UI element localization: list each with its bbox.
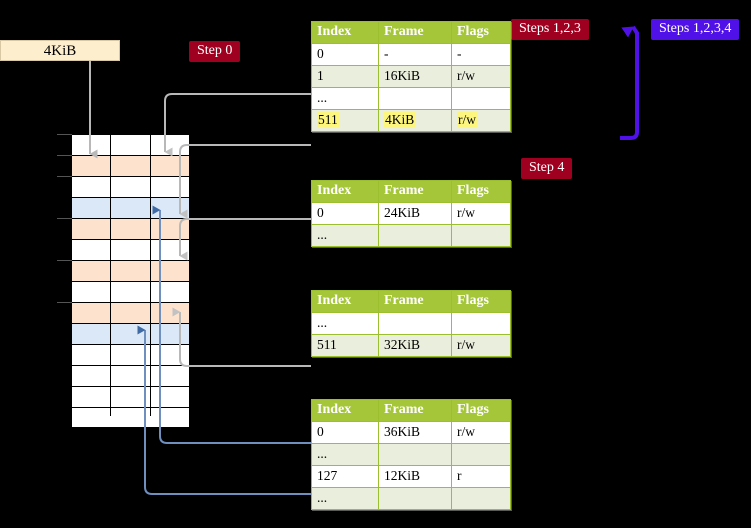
column-header-frame: Frame xyxy=(378,399,452,422)
cell-frame: 24KiB xyxy=(378,202,452,225)
cell-index: 511 xyxy=(311,109,379,132)
wire-table1-row1 xyxy=(164,93,311,157)
cell-flags xyxy=(451,87,511,110)
cell-flags: r/w xyxy=(451,421,511,444)
step4-badge: Step 4 xyxy=(521,158,573,179)
step4-label: Step 4 xyxy=(529,160,565,175)
cell-frame xyxy=(378,87,452,110)
memory-tick xyxy=(57,176,72,177)
steps123-badge: Steps 1,2,3 xyxy=(511,19,589,40)
table-row: ... xyxy=(311,87,511,110)
cell-flags: r/w xyxy=(451,109,511,132)
steps123-label: Steps 1,2,3 xyxy=(519,21,581,36)
cell-frame: 36KiB xyxy=(378,421,452,444)
cell-frame: 12KiB xyxy=(378,465,452,488)
column-header-index: Index xyxy=(311,399,379,422)
highlighted-value: r/w xyxy=(457,112,477,127)
memory-tick xyxy=(57,260,72,261)
cell-flags xyxy=(451,224,511,247)
table-row: 0-- xyxy=(311,43,511,66)
wire-table1-row511 xyxy=(179,144,311,219)
column-header-index: Index xyxy=(311,290,379,313)
cell-index: ... xyxy=(311,443,379,466)
cell-index: ... xyxy=(311,87,379,110)
wire-table3-row511 xyxy=(172,307,311,367)
step0-label: Step 0 xyxy=(197,43,233,58)
table-row: ... xyxy=(311,312,511,335)
steps1234-badge: Steps 1,2,3,4 xyxy=(651,19,740,40)
wire-steps-bracket xyxy=(620,25,639,140)
cell-index: 0 xyxy=(311,43,379,66)
cell-flags: r/w xyxy=(451,334,511,357)
cell-index: 511 xyxy=(311,334,379,357)
column-header-flags: Flags xyxy=(451,21,511,44)
column-header-index: Index xyxy=(311,180,379,203)
cell-flags: r/w xyxy=(451,202,511,225)
cell-index: ... xyxy=(311,224,379,247)
wire-table4-row127 xyxy=(137,325,311,495)
kib-frame-label: 4KiB xyxy=(43,43,77,59)
cell-frame xyxy=(378,224,452,247)
kib-frame-box: 4KiB xyxy=(0,40,120,61)
memory-tick xyxy=(57,218,72,219)
wire-table4-row0 xyxy=(152,205,311,444)
highlighted-value: 511 xyxy=(317,112,339,127)
memory-tick xyxy=(57,302,72,303)
cell-frame: 4KiB xyxy=(378,109,452,132)
cell-flags: r/w xyxy=(451,65,511,88)
cell-index: ... xyxy=(311,487,379,510)
cell-frame xyxy=(378,487,452,510)
cell-flags xyxy=(451,487,511,510)
column-header-flags: Flags xyxy=(451,180,511,203)
cell-frame xyxy=(378,443,452,466)
memory-divider xyxy=(110,134,111,416)
memory-divider xyxy=(150,134,151,416)
table-row: 511 4KiB r/w xyxy=(311,109,511,132)
cell-frame: 32KiB xyxy=(378,334,452,357)
cell-frame xyxy=(378,312,452,335)
cell-flags: - xyxy=(451,43,511,66)
step0-badge: Step 0 xyxy=(189,41,241,62)
column-header-flags: Flags xyxy=(451,399,511,422)
cell-flags xyxy=(451,443,511,466)
highlighted-value: 4KiB xyxy=(384,112,416,127)
table-row: ... xyxy=(311,224,511,247)
cell-index: 0 xyxy=(311,421,379,444)
cell-index: 127 xyxy=(311,465,379,488)
memory-row xyxy=(71,176,190,197)
steps1234-label: Steps 1,2,3,4 xyxy=(659,21,732,36)
table-row: ... xyxy=(311,487,511,510)
memory-row xyxy=(71,155,190,176)
wire-table2-row0 xyxy=(179,218,311,261)
memory-tick xyxy=(57,155,72,156)
memory-tick xyxy=(57,134,72,135)
cell-flags xyxy=(451,312,511,335)
table-row: ... xyxy=(311,443,511,466)
cell-index: ... xyxy=(311,312,379,335)
